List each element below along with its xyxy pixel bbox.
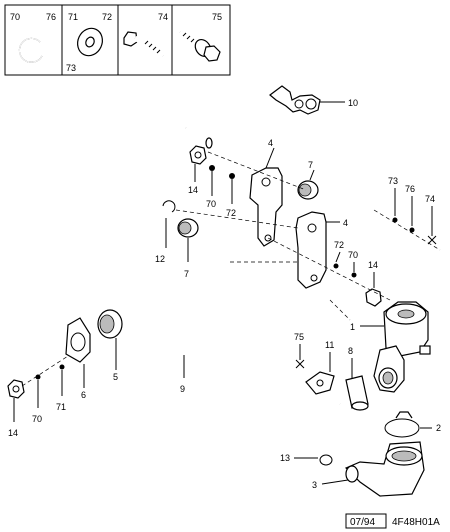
callout-70: 70 <box>348 250 358 260</box>
part-6-clamp <box>65 317 91 388</box>
hw-label-71: 71 <box>68 12 78 22</box>
callout-3: 3 <box>312 480 317 490</box>
hardware-panel: 70 76 71 72 73 74 75 <box>4 4 231 76</box>
callout-13: 13 <box>280 453 290 463</box>
hw-label-72: 72 <box>102 12 112 22</box>
part-4-link-plate-lower <box>295 211 340 289</box>
callout-4: 4 <box>268 138 273 148</box>
callout-5: 5 <box>113 372 118 382</box>
callout-1: 1 <box>350 322 355 332</box>
callout-7: 7 <box>184 269 189 279</box>
callout-4: 4 <box>343 218 348 228</box>
hw-label-74: 74 <box>158 12 168 22</box>
callout-6: 6 <box>81 390 86 400</box>
part-75-marker <box>295 344 305 369</box>
hw-label-70: 70 <box>10 12 20 22</box>
part-1-actuator <box>360 301 431 393</box>
hw-label-76: 76 <box>46 12 56 22</box>
callout-14: 14 <box>188 185 198 195</box>
flange-bolt-icon <box>178 29 221 62</box>
callout-70: 70 <box>206 199 216 209</box>
footer-date: 07/94 <box>350 517 375 528</box>
part-8-sleeve <box>345 358 369 411</box>
callout-8: 8 <box>348 346 353 356</box>
callout-7: 7 <box>308 160 313 170</box>
part-11-bracket <box>305 352 335 395</box>
part-7-bushing-upper <box>297 169 319 200</box>
part-4-link-plate-upper <box>249 147 283 247</box>
part-13-clip <box>294 454 333 466</box>
fastener-stack-lower <box>7 355 69 422</box>
callout-71: 71 <box>56 402 66 412</box>
callout-74: 74 <box>425 194 435 204</box>
callout-10: 10 <box>348 98 358 108</box>
footer-date-box <box>345 513 387 529</box>
callout-2: 2 <box>436 423 441 433</box>
part-10-clip <box>269 85 345 115</box>
callout-labels: 10 4 7 14 70 72 4 73 76 74 12 7 72 70 14… <box>8 98 441 490</box>
callout-12: 12 <box>155 254 165 264</box>
callout-9: 9 <box>180 384 185 394</box>
part-2-hose-clip <box>384 411 432 438</box>
washer-icon <box>77 27 103 57</box>
part-12-clip <box>162 200 176 248</box>
part-3-elbow-pipe <box>321 441 425 497</box>
footer-reference: 07/94 4F48H01A <box>345 513 440 529</box>
part-9-anti-roll-bar <box>15 124 342 408</box>
callout-14: 14 <box>8 428 18 438</box>
callout-72: 72 <box>226 208 236 218</box>
fastener-stack-far-right <box>392 188 437 245</box>
bolt-icon <box>123 31 165 59</box>
part-7-bushing-lower <box>177 218 199 262</box>
circlip-icon <box>18 37 43 63</box>
assembly-drawing <box>7 85 441 497</box>
callout-76: 76 <box>405 184 415 194</box>
callout-75: 75 <box>294 332 304 342</box>
fastener-stack-upper <box>189 145 235 204</box>
callout-11: 11 <box>325 340 334 350</box>
callout-73: 73 <box>388 176 398 186</box>
callout-72: 72 <box>334 240 344 250</box>
hw-label-75: 75 <box>212 12 222 22</box>
footer-reference-code: 4F48H01A <box>392 517 440 528</box>
part-5-bush <box>97 309 123 370</box>
hw-label-73: 73 <box>66 63 76 73</box>
callout-14: 14 <box>368 260 378 270</box>
callout-70: 70 <box>32 414 42 424</box>
assembly-axis-lines <box>175 151 441 321</box>
